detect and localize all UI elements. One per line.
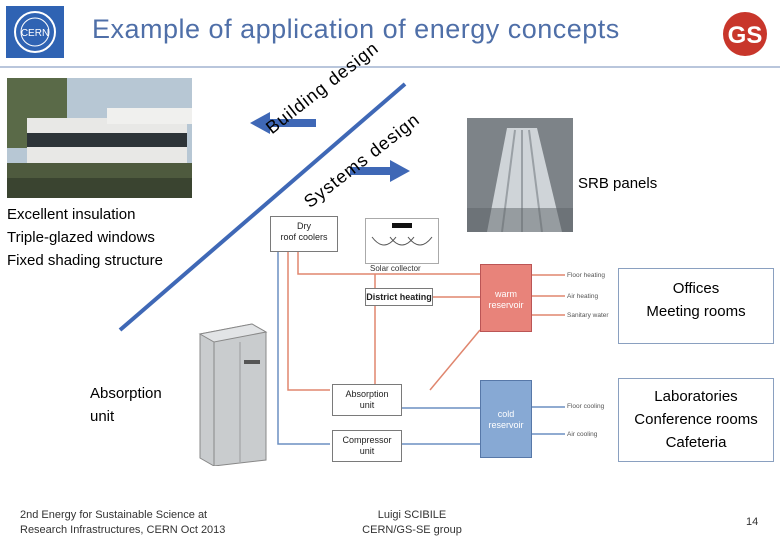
solar-collector-label: Solar collector [370, 264, 421, 273]
air-heating-label: Air heating [567, 293, 599, 300]
building-photo [7, 78, 192, 198]
offices-text: Offices [672, 280, 720, 297]
footer-author-text: CERN/GS-SE group [362, 524, 462, 536]
footer-author: Luigi SCIBILE CERN/GS-SE group [362, 508, 462, 538]
sanitary-water-label: Sanitary water [567, 312, 609, 319]
schematic-lines [277, 252, 565, 445]
dry-roof-coolers-text: Dry [297, 221, 311, 231]
district-heating-box: District heating [365, 288, 433, 306]
footer-conference-text: 2nd Energy for Sustainable Science at [20, 509, 208, 521]
compressor-unit-text: Compressor [342, 435, 392, 445]
page-number: 14 [746, 516, 759, 528]
cold-reservoir-box: cold reservoir [480, 380, 532, 458]
cold-reservoir-text: cold [497, 409, 515, 419]
gs-logo: GS [716, 10, 774, 58]
offices-box: Offices Meeting rooms [618, 268, 774, 344]
energy-schematic: Dry roof coolers Solar collector Distric… [270, 212, 620, 472]
warm-reservoir-box: warm reservoir [480, 264, 532, 332]
footer-conference: 2nd Energy for Sustainable Science at Re… [20, 508, 225, 538]
features-list: Excellent insulation Triple-glazed windo… [7, 203, 163, 272]
feature-item: Triple-glazed windows [7, 229, 155, 246]
footer-conference-text: Research Infrastructures, CERN Oct 2013 [20, 524, 226, 536]
floor-heating-label: Floor heating [567, 272, 605, 279]
svg-text:GS: GS [728, 22, 763, 49]
labs-text: Laboratories [654, 388, 738, 405]
absorption-label-text: Absorption [90, 385, 162, 402]
cern-logo: CERN [6, 6, 64, 58]
laboratories-box: Laboratories Conference rooms Cafeteria [618, 378, 774, 462]
absorption-unit-box: Absorption unit [332, 384, 402, 416]
header-divider [0, 66, 780, 68]
floor-cooling-label: Floor cooling [567, 403, 605, 410]
feature-item: Excellent insulation [7, 206, 136, 223]
srb-panels-label: SRB panels [578, 175, 658, 192]
dry-roof-coolers-text: roof coolers [280, 232, 328, 242]
svg-text:CERN: CERN [21, 28, 49, 39]
absorption-unit-text: unit [359, 400, 375, 410]
dry-roof-coolers-box: Dry roof coolers [270, 216, 338, 252]
warm-reservoir-text: reservoir [488, 300, 524, 310]
labs-text: Cafeteria [665, 434, 727, 451]
absorption-unit-photo [196, 320, 270, 467]
absorption-unit-label: Absorption unit [90, 382, 162, 428]
srb-panels-photo [467, 118, 573, 232]
labs-text: Conference rooms [634, 411, 758, 428]
warm-reservoir-text: warm [495, 289, 517, 299]
compressor-unit-box: Compressor unit [332, 430, 402, 462]
footer-author-text: Luigi SCIBILE [377, 509, 447, 521]
compressor-unit-text: unit [359, 446, 375, 456]
air-cooling-label: Air cooling [567, 431, 598, 438]
absorption-unit-text: Absorption [345, 389, 389, 399]
absorption-label-text: unit [90, 408, 115, 425]
cold-reservoir-text: reservoir [488, 420, 524, 430]
page-title: Example of application of energy concept… [92, 14, 620, 44]
solar-collector-icon [365, 218, 439, 264]
offices-text: Meeting rooms [646, 303, 746, 320]
feature-item: Fixed shading structure [7, 252, 163, 269]
